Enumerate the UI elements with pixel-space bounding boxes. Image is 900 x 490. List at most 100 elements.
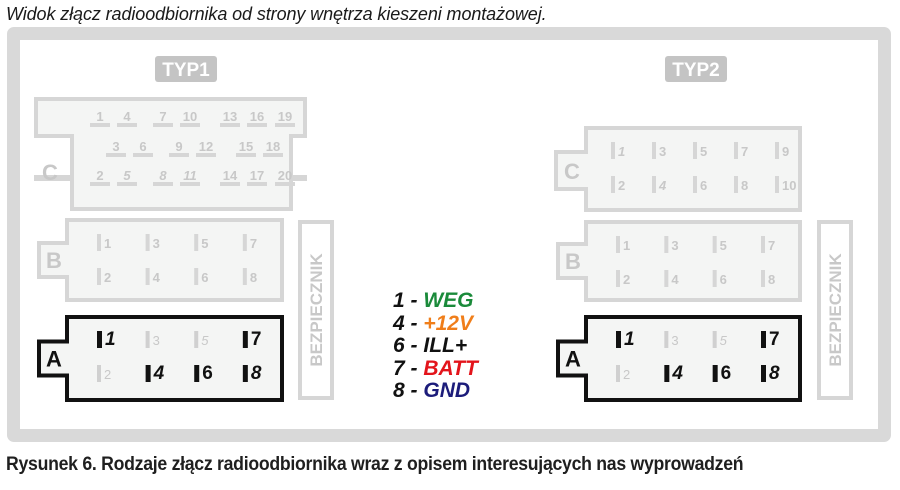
pin-number: 19 bbox=[278, 109, 292, 124]
pin-number: 4 bbox=[123, 109, 131, 124]
pin-contact bbox=[761, 365, 766, 382]
pin-number: 6 bbox=[700, 178, 707, 193]
figure-header-caption: Widok złącz radioodbiornika od strony wn… bbox=[6, 4, 547, 24]
pin-7: 7 bbox=[153, 109, 173, 127]
legend-row-batt: 7 - BATT bbox=[393, 356, 478, 381]
pin-number: 10 bbox=[782, 178, 796, 193]
pin-number: 18 bbox=[266, 139, 280, 154]
pin-contact bbox=[145, 365, 151, 382]
legend-pin: 8 bbox=[393, 379, 405, 402]
legend-signal: GND bbox=[423, 379, 471, 402]
pin-number: 6 bbox=[201, 270, 208, 285]
pin-number: 3 bbox=[671, 238, 678, 253]
pin-contact bbox=[97, 331, 102, 348]
pin-1: 1 bbox=[611, 142, 625, 159]
legend-signal: ILL+ bbox=[423, 334, 468, 357]
pin-number: 10 bbox=[183, 109, 197, 124]
pin-contact bbox=[275, 182, 295, 186]
pin-contact bbox=[664, 331, 669, 348]
pin-number: 7 bbox=[251, 329, 262, 350]
pin-number: 3 bbox=[153, 333, 160, 348]
pin-2: 2 bbox=[616, 365, 630, 382]
type-badge bbox=[665, 56, 727, 82]
pin-number: 7 bbox=[250, 236, 257, 251]
pin-contact bbox=[145, 268, 150, 285]
pin-6: 6 bbox=[194, 268, 208, 285]
pin-number: 8 bbox=[741, 178, 748, 193]
pin-contact bbox=[652, 176, 656, 193]
pin-contact bbox=[145, 234, 150, 251]
pin-number: 3 bbox=[671, 333, 678, 348]
pin-number: 11 bbox=[183, 168, 197, 183]
legend-signal: +12V bbox=[423, 311, 473, 335]
pin-contact bbox=[664, 270, 669, 287]
pin-number: 9 bbox=[782, 144, 789, 159]
pin-4: 4 bbox=[664, 270, 679, 287]
connector-letter: C bbox=[42, 160, 58, 185]
legend-row-12v: 4 - +12V bbox=[393, 311, 478, 336]
pin-7: 7 bbox=[242, 329, 262, 350]
pin-2: 2 bbox=[611, 176, 625, 193]
pin-number: 9 bbox=[175, 139, 182, 154]
pin-number: 8 bbox=[769, 363, 780, 384]
pin-3: 3 bbox=[664, 331, 679, 348]
pin-contact bbox=[236, 153, 256, 157]
legend-sep: - bbox=[404, 379, 424, 402]
fuse-box bbox=[817, 220, 853, 400]
pin-17: 17 bbox=[247, 168, 267, 186]
pin-1: 1 bbox=[616, 329, 635, 350]
pin-number: 2 bbox=[104, 270, 111, 285]
pin-contact bbox=[106, 153, 126, 157]
pin-5: 5 bbox=[117, 168, 137, 186]
pin-contact bbox=[693, 142, 697, 159]
pin-1: 1 bbox=[97, 234, 111, 251]
pin-number: 4 bbox=[153, 363, 165, 384]
pin-contact bbox=[133, 153, 153, 157]
connector-body bbox=[556, 315, 802, 402]
pin-number: 5 bbox=[123, 168, 131, 183]
pin-number: 6 bbox=[721, 363, 732, 384]
pin-contact bbox=[616, 270, 620, 287]
pin-number: 1 bbox=[105, 329, 116, 350]
pin-2: 2 bbox=[616, 270, 630, 287]
pin-number: 2 bbox=[623, 272, 630, 287]
pin-9: 9 bbox=[775, 142, 789, 159]
legend-signal: WEG bbox=[423, 289, 474, 312]
pin-contact bbox=[242, 365, 248, 382]
pin-6: 6 bbox=[133, 139, 153, 157]
pin-contact bbox=[693, 176, 697, 193]
pin-11: 11 bbox=[180, 168, 200, 186]
pin-number: 6 bbox=[202, 363, 213, 384]
pin-contact bbox=[712, 236, 717, 253]
pin-number: 1 bbox=[623, 238, 630, 253]
pin-contact bbox=[734, 176, 738, 193]
pin-number: 5 bbox=[201, 236, 208, 251]
pin-number: 6 bbox=[139, 139, 146, 154]
pin-3: 3 bbox=[652, 142, 666, 159]
pin-contact bbox=[97, 268, 101, 285]
legend-pin: 7 bbox=[393, 356, 405, 380]
figure-caption: Rysunek 6. Rodzaje złącz radioodbiornika… bbox=[6, 454, 744, 475]
pin-1: 1 bbox=[97, 329, 116, 350]
connector-letter: B bbox=[46, 248, 62, 273]
type-badge bbox=[155, 56, 217, 82]
connector-letter: A bbox=[46, 347, 62, 372]
pin-contact bbox=[616, 236, 620, 253]
pin-6: 6 bbox=[194, 363, 213, 384]
pin-5: 5 bbox=[712, 236, 727, 253]
pin-4: 4 bbox=[117, 109, 137, 127]
pin-number: 12 bbox=[199, 139, 213, 154]
pin-number: 1 bbox=[618, 144, 625, 159]
connector-letter: C bbox=[564, 159, 580, 184]
pin-7: 7 bbox=[734, 142, 748, 159]
pin-number: 16 bbox=[250, 109, 264, 124]
pin-18: 18 bbox=[263, 139, 283, 157]
pin-contact bbox=[616, 331, 621, 348]
connector-body bbox=[554, 126, 802, 212]
pin-contact bbox=[664, 236, 669, 253]
fuse-label: BEZPIECZNIK bbox=[307, 253, 326, 367]
pin-8: 8 bbox=[153, 168, 173, 186]
